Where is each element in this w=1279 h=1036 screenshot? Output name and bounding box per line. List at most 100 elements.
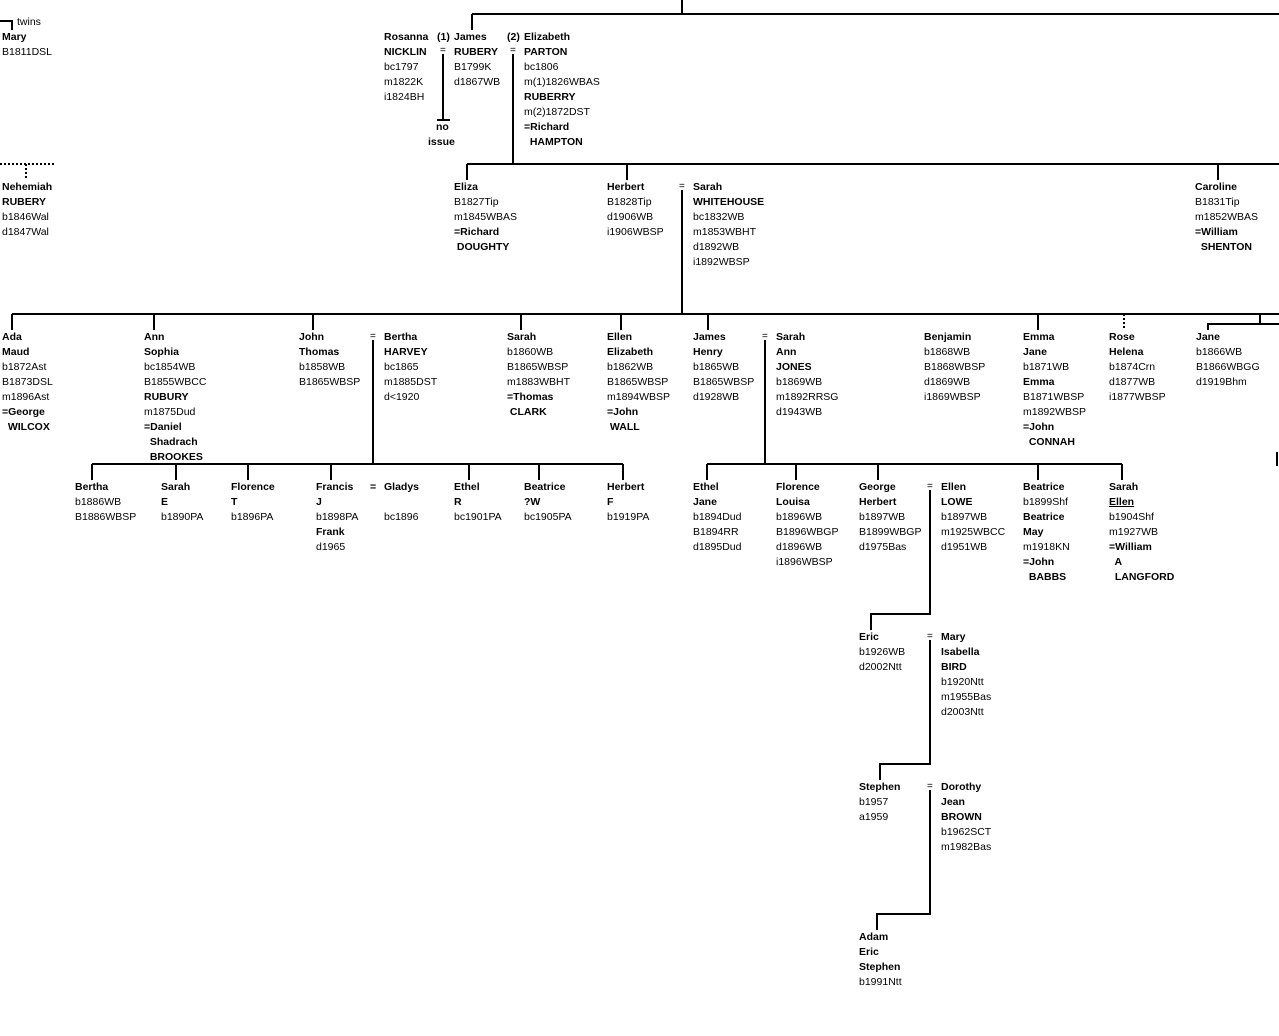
person-detail: Henry xyxy=(693,346,723,358)
person-detail: d1906WB xyxy=(607,211,654,223)
no-issue-label-2: issue xyxy=(428,136,455,148)
person-detail: d1951WB xyxy=(941,541,988,553)
marriage-1-label: (1) xyxy=(437,31,450,43)
person-detail: m(1)1826WBAS xyxy=(524,76,600,88)
person-detail: b1858WB xyxy=(299,361,346,373)
person-detail: m1896Ast xyxy=(2,391,50,403)
person-detail: i1906WBSP xyxy=(607,226,664,238)
person-detail: d2002Ntt xyxy=(859,661,902,673)
person-detail: B1886WBSP xyxy=(75,511,137,523)
ancestor-connector xyxy=(471,0,1279,30)
person-detail: HAMPTON xyxy=(524,136,583,148)
person-name: Eliza xyxy=(454,181,478,193)
person-detail: b1862WB xyxy=(607,361,654,373)
person-detail: B1855WBCC xyxy=(144,376,207,388)
person-detail: d1965 xyxy=(316,541,346,553)
person-detail: B1827Tip xyxy=(454,196,499,208)
person-detail: d1847Wal xyxy=(2,226,49,238)
person-detail: B1865WBSP xyxy=(607,376,669,388)
person-detail: m1925WBCC xyxy=(941,526,1006,538)
person-detail: Jean xyxy=(941,796,965,808)
person-name: Ethel xyxy=(454,481,480,493)
no-issue-connector xyxy=(437,54,450,121)
person-detail: Thomas xyxy=(299,346,340,358)
person-detail: BIRD xyxy=(941,661,967,673)
person-detail: B1899WBGP xyxy=(859,526,922,538)
person-detail: b1898PA xyxy=(316,511,359,523)
person-detail: =John xyxy=(1023,421,1055,433)
person-detail: Elizabeth xyxy=(607,346,654,358)
person-detail: d1928WB xyxy=(693,391,740,403)
person-detail: m1892WBSP xyxy=(1023,406,1087,418)
person-detail: BABBS xyxy=(1023,571,1067,583)
person-detail: i1877WBSP xyxy=(1109,391,1166,403)
person-name: Sarah xyxy=(776,331,806,343)
person-detail: =John xyxy=(607,406,639,418)
person-detail: m1883WBHT xyxy=(507,376,571,388)
person-detail: Louisa xyxy=(776,496,810,508)
marriage-tick: = xyxy=(927,481,933,492)
person-detail: WALL xyxy=(607,421,640,433)
person-detail: bc1896 xyxy=(384,511,419,523)
person-detail: B1831Tip xyxy=(1195,196,1240,208)
person-detail: =Richard xyxy=(454,226,500,238)
person-detail: May xyxy=(1023,526,1044,538)
person-name: Benjamin xyxy=(924,331,972,343)
person-detail: NICKLIN xyxy=(384,46,427,58)
generation-4a-connector xyxy=(91,340,624,480)
person-detail: JONES xyxy=(776,361,812,373)
person-name: Elizabeth xyxy=(524,31,571,43)
person-name: James xyxy=(454,31,487,43)
person-detail: WHITEHOUSE xyxy=(693,196,765,208)
generation-6-connector xyxy=(879,640,931,780)
person-detail: m1885DST xyxy=(384,376,438,388)
person-detail: b1962SCT xyxy=(941,826,992,838)
person-detail: b1866WB xyxy=(1196,346,1243,358)
person-detail: b1886WB xyxy=(75,496,122,508)
person-detail: b1926WB xyxy=(859,646,906,658)
generation-7-connector xyxy=(876,790,931,930)
person-detail: J xyxy=(316,496,322,508)
person-detail: bc1865 xyxy=(384,361,419,373)
person-detail: RUBURY xyxy=(144,391,189,403)
person-detail: m1927WB xyxy=(1109,526,1159,538)
person-detail: b1897WB xyxy=(859,511,906,523)
person-detail: B1896WBGP xyxy=(776,526,839,538)
person-detail: Maud xyxy=(2,346,30,358)
person-detail: b1871WB xyxy=(1023,361,1070,373)
person-name: Sarah xyxy=(161,481,191,493)
person-detail: B1866WBGG xyxy=(1196,361,1260,373)
person-detail: LOWE xyxy=(941,496,973,508)
person-detail xyxy=(384,495,419,510)
person-name: Beatrice xyxy=(1023,481,1065,493)
person-detail: Helena xyxy=(1109,346,1144,358)
person-name: Ada xyxy=(2,331,22,343)
person-detail: Eric xyxy=(859,946,879,958)
person-detail: a1959 xyxy=(859,811,889,823)
person-detail: Shadrach xyxy=(144,436,198,448)
person-detail: d1892WB xyxy=(693,241,740,253)
person-name: Ellen xyxy=(941,481,967,493)
person-detail: =William xyxy=(1195,226,1238,238)
person-detail: b1957 xyxy=(859,796,889,808)
person-detail: Jane xyxy=(693,496,717,508)
person-detail: b1846Wal xyxy=(2,211,49,223)
person-detail: HARVEY xyxy=(384,346,428,358)
person-name: Emma xyxy=(1023,331,1055,343)
person-name: Rose xyxy=(1109,331,1135,343)
